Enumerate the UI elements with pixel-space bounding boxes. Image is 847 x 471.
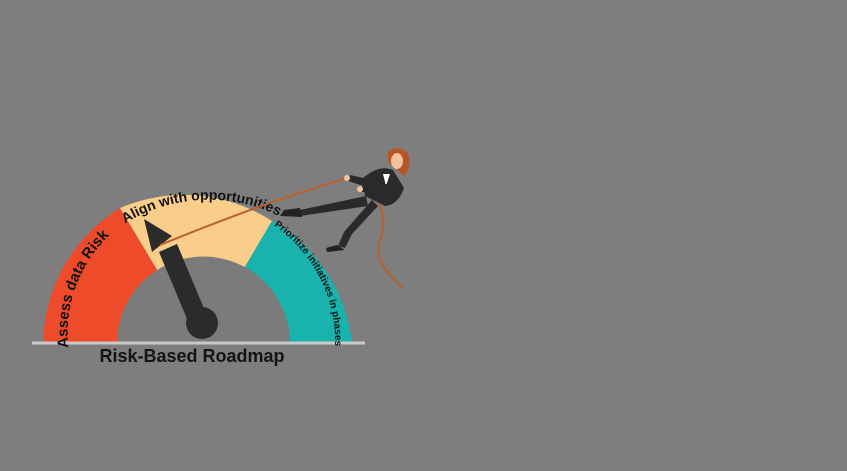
rope: [159, 177, 349, 246]
businesswoman-pulling-rope-icon: [280, 148, 410, 252]
needle-shaft: [159, 244, 208, 326]
gauge-needle: [144, 219, 218, 339]
gauge-inner-area: [117, 256, 290, 343]
gauge: [43, 194, 352, 343]
diagram-title: Risk-Based Roadmap: [99, 346, 284, 366]
gauge-segment-assess: [43, 208, 159, 343]
gauge-segment-prioritize: [239, 221, 352, 343]
needle-hub: [186, 307, 218, 339]
needle-arrowhead: [144, 219, 172, 252]
